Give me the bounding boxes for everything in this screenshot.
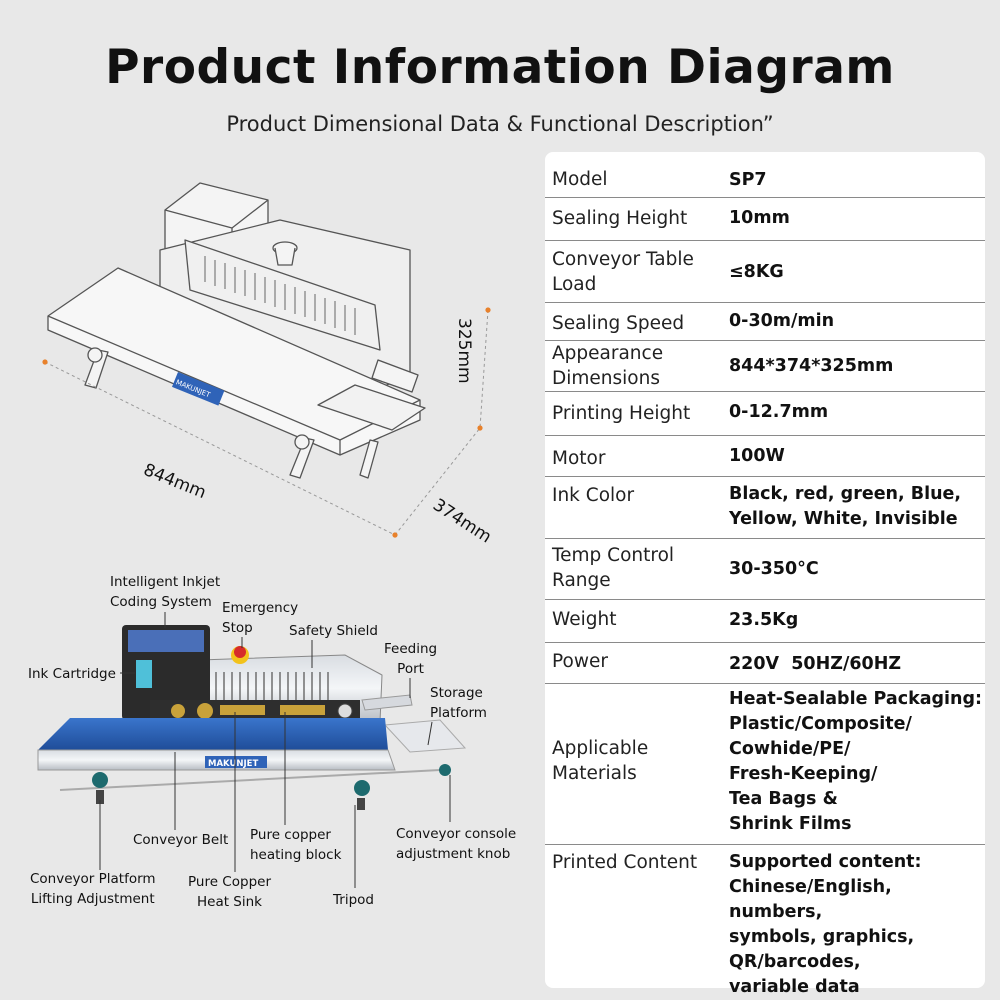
spec-value: 220V 50HZ/60HZ	[729, 654, 902, 674]
spec-label: Motor	[552, 448, 606, 469]
spec-label: Printing Height	[552, 403, 691, 424]
spec-value: SP7	[729, 170, 767, 190]
spec-value: Supported content:Chinese/English, numbe…	[729, 852, 922, 997]
callout-ink-cartridge: Ink Cartridge	[28, 666, 116, 682]
spec-value: Heat-Sealable Packaging:Plastic/Composit…	[729, 689, 983, 834]
spec-row-model: Model SP7	[545, 152, 985, 198]
callout-tripod: Tripod	[333, 892, 374, 908]
spec-table: Model SP7 Sealing Height 10mm Conveyor T…	[545, 152, 985, 997]
spec-label: Printed Content	[552, 852, 698, 873]
callout-safety-shield: Safety Shield	[289, 623, 378, 639]
spec-row-sealing-height: Sealing Height 10mm	[545, 198, 985, 241]
spec-label: Weight	[552, 609, 617, 630]
spec-row-ink-color: Ink Color Black, red, green, Blue,Yellow…	[545, 477, 985, 539]
spec-value: 30-350°C	[729, 559, 819, 579]
callout-conveyor-belt: Conveyor Belt	[133, 832, 229, 848]
page-subtitle: Product Dimensional Data & Functional De…	[226, 112, 774, 136]
spec-value: ≤8KG	[729, 262, 784, 282]
spec-label: Sealing Height	[552, 208, 688, 229]
spec-value: 23.5Kg	[729, 610, 799, 630]
spec-row-sealing-speed: Sealing Speed 0-30m/min	[545, 303, 985, 341]
spec-value: Black, red, green, Blue,Yellow, White, I…	[729, 484, 962, 529]
machine-logo: MAKUNJET	[208, 759, 258, 769]
spec-row-printed-content: Printed Content Supported content:Chines…	[545, 845, 985, 997]
machine-illustration: MAKUNJET	[37, 612, 467, 888]
spec-value: 10mm	[729, 208, 790, 228]
spec-value: 0-12.7mm	[729, 402, 829, 422]
spec-label: Power	[552, 651, 608, 672]
spec-label: Ink Color	[552, 485, 635, 506]
spec-label: Model	[552, 169, 608, 190]
spec-value: 844*374*325mm	[729, 356, 894, 376]
spec-row-power: Power 220V 50HZ/60HZ	[545, 643, 985, 684]
spec-value: 100W	[729, 446, 785, 466]
spec-row-motor: Motor 100W	[545, 436, 985, 477]
spec-label: Sealing Speed	[552, 313, 685, 334]
spec-value: 0-30m/min	[729, 311, 835, 331]
spec-row-weight: Weight 23.5Kg	[545, 600, 985, 643]
dimension-drawing: MAKUNJET	[42, 182, 491, 538]
page-title: Product Information Diagram	[105, 40, 895, 95]
spec-row-printing-height: Printing Height 0-12.7mm	[545, 392, 985, 436]
